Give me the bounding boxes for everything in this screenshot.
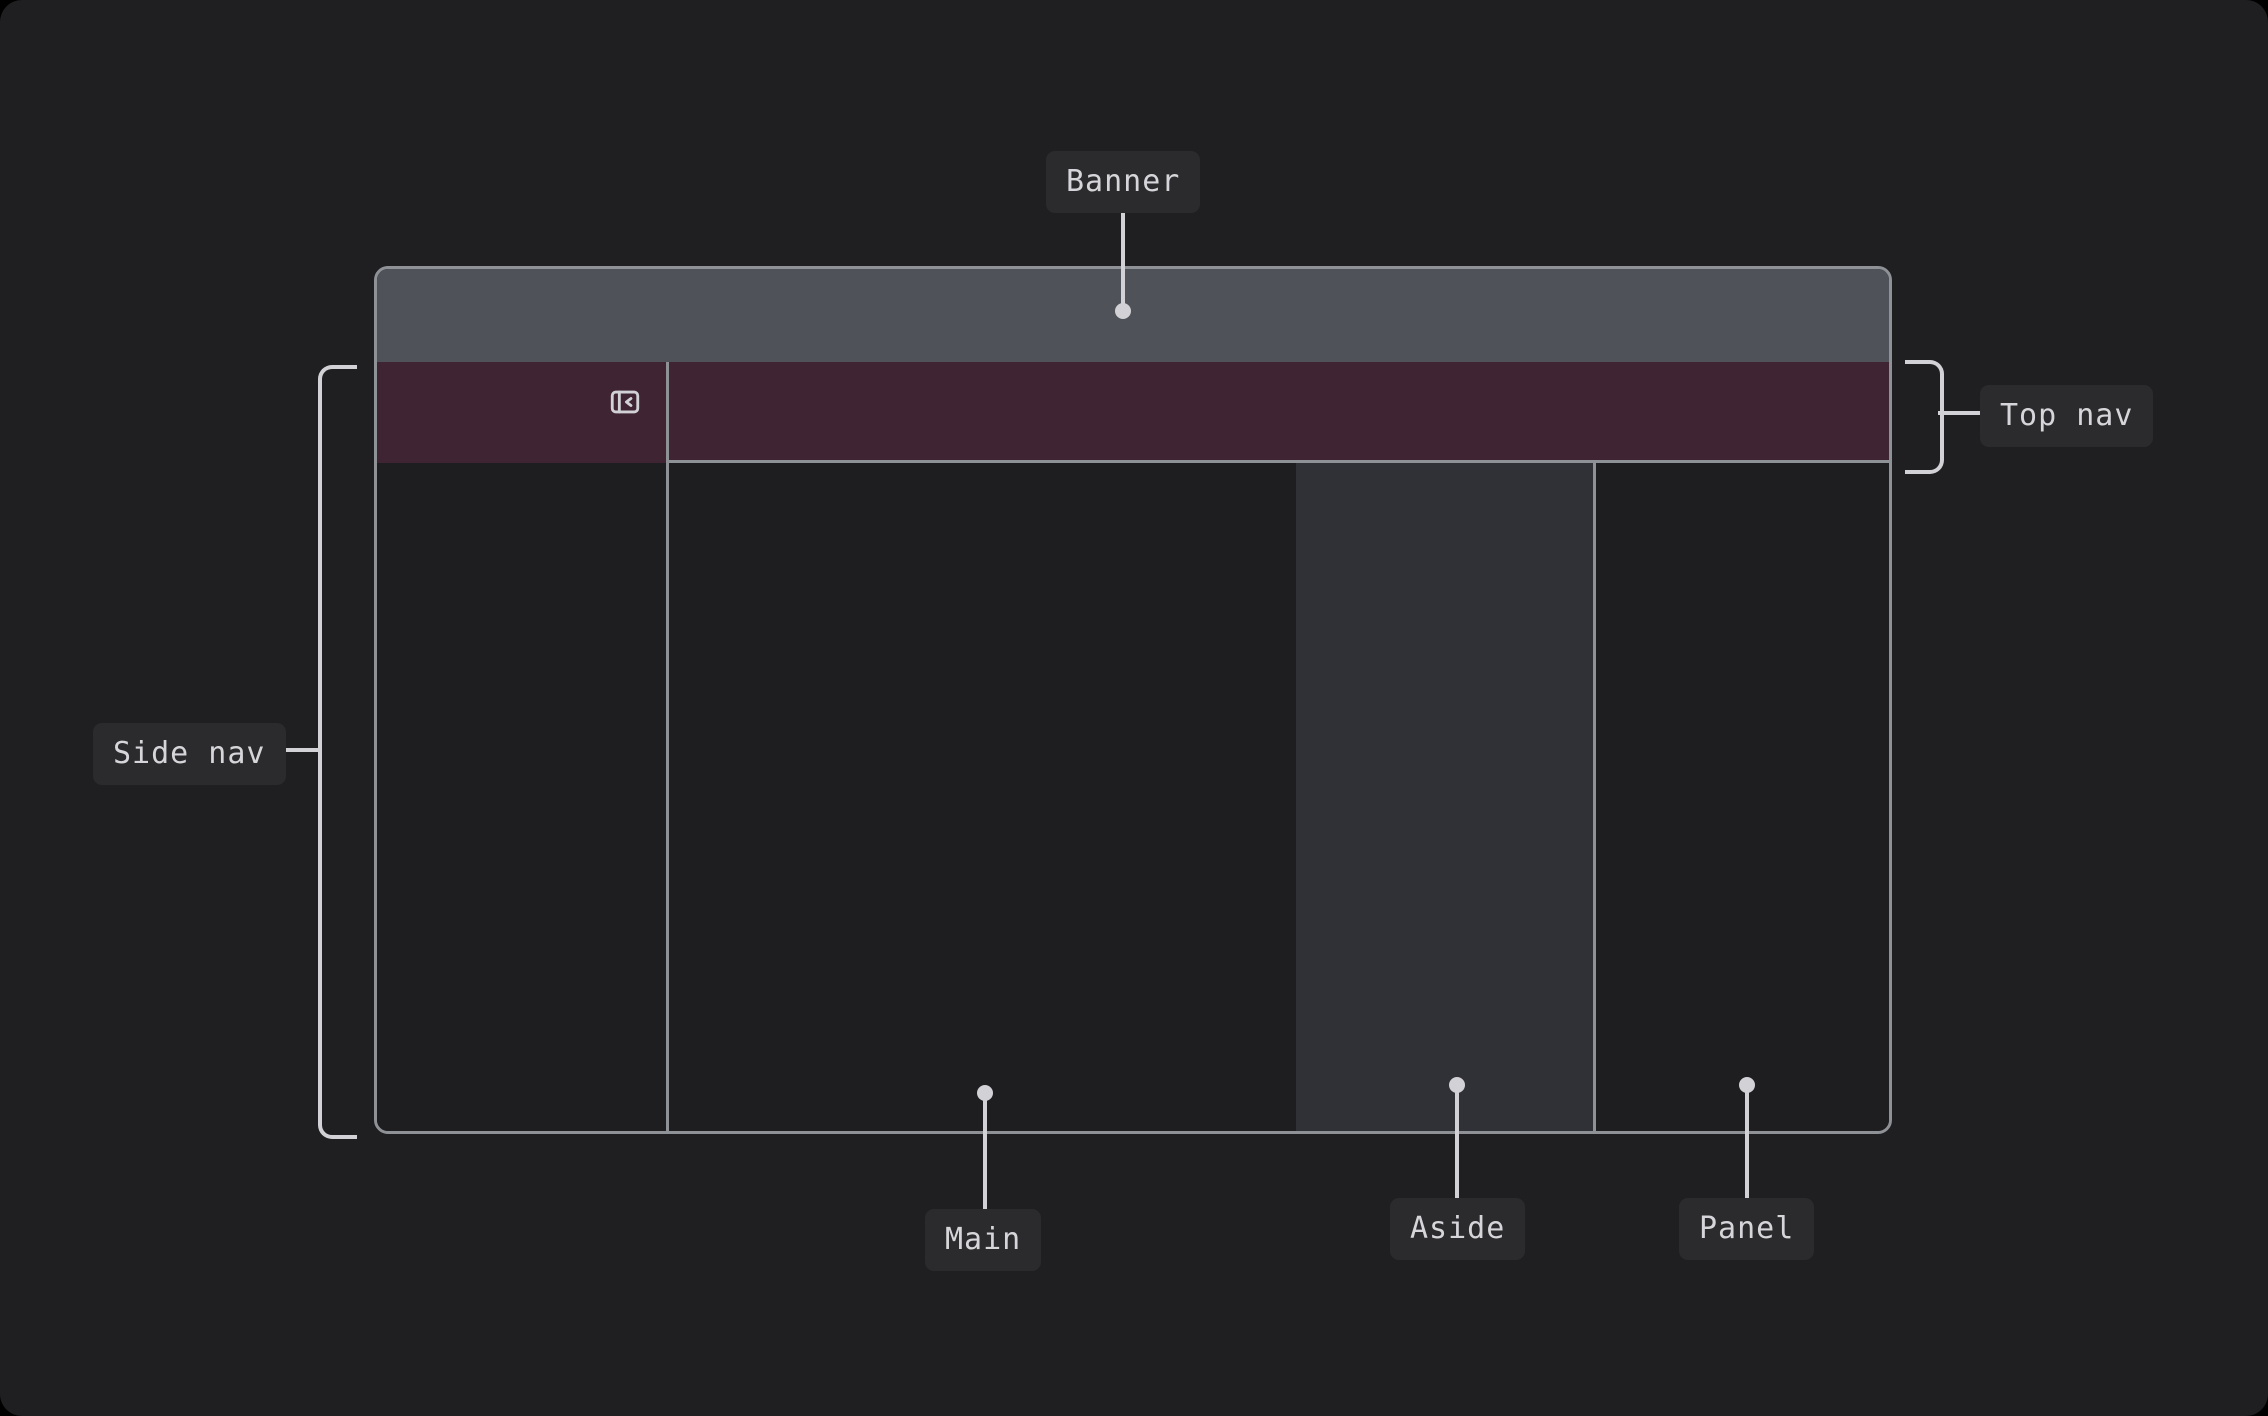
- wireframe-window: [374, 266, 1892, 1134]
- leader-dot-panel: [1739, 1077, 1755, 1093]
- callout-top-nav: Top nav: [1980, 385, 2154, 447]
- aside-panel-divider: [1593, 463, 1596, 1131]
- region-top-nav: [377, 362, 1889, 463]
- region-aside: [1296, 463, 1593, 1131]
- top-nav-bottom-border: [669, 460, 1889, 463]
- side-nav-divider: [666, 362, 669, 1131]
- leader-line-panel: [1745, 1085, 1749, 1199]
- leader-line-aside: [1455, 1085, 1459, 1199]
- leader-line-main: [983, 1093, 987, 1210]
- bracket-top-nav: [1905, 360, 1944, 474]
- callout-panel: Panel: [1679, 1198, 1815, 1260]
- callout-main: Main: [925, 1209, 1042, 1271]
- leader-line-side-nav: [277, 748, 321, 752]
- region-panel: [1596, 463, 1889, 1131]
- sidebar-collapse-button[interactable]: [607, 384, 643, 420]
- region-side-nav: [377, 463, 666, 1131]
- leader-dot-aside: [1449, 1077, 1465, 1093]
- bracket-side-nav: [318, 365, 357, 1139]
- wireframe-body-row: [377, 362, 1889, 1131]
- leader-line-banner: [1121, 203, 1125, 313]
- callout-aside: Aside: [1390, 1198, 1526, 1260]
- region-main: [669, 463, 1296, 1131]
- leader-dot-main: [977, 1085, 993, 1101]
- panel-left-close-icon: [608, 385, 642, 419]
- region-banner: [377, 269, 1889, 362]
- leader-dot-banner: [1115, 303, 1131, 319]
- leader-line-top-nav: [1938, 411, 1982, 415]
- callout-side-nav: Side nav: [93, 723, 286, 785]
- callout-banner: Banner: [1046, 151, 1201, 213]
